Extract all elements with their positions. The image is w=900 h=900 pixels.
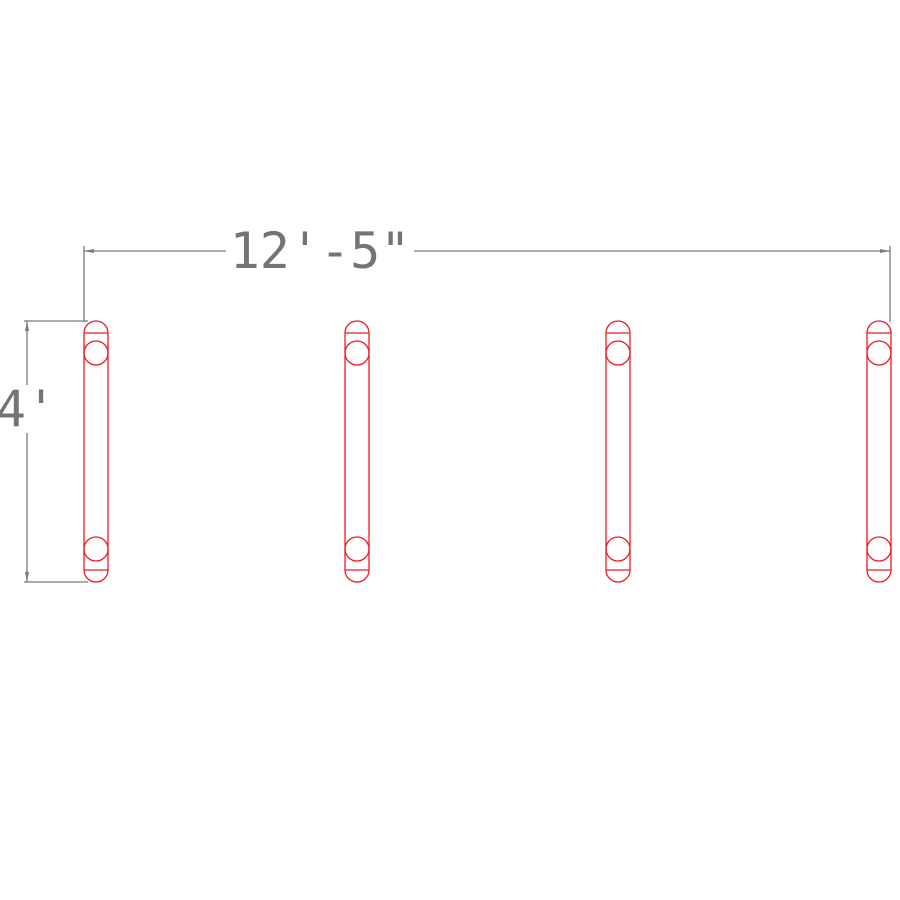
bike-rack <box>605 320 631 583</box>
arrow-left-icon <box>84 249 94 253</box>
rack-post-bottom <box>866 536 892 562</box>
bike-rack <box>344 320 370 583</box>
arrow-down-icon <box>25 572 29 582</box>
rack-post-top <box>605 340 631 366</box>
rack-outline <box>866 320 892 583</box>
rack-outline <box>344 320 370 583</box>
width-label: 12'-5" <box>230 222 411 280</box>
rack-post-top <box>83 340 109 366</box>
arrow-up-icon <box>25 321 29 331</box>
rack-outline <box>605 320 631 583</box>
depth-dimension: 4' <box>0 320 88 583</box>
bike-rack <box>866 320 892 583</box>
width-dimension: 12'-5" <box>83 222 891 322</box>
rack-post-bottom <box>83 536 109 562</box>
rack-post-top <box>866 340 892 366</box>
rack-post-bottom <box>605 536 631 562</box>
depth-label: 4' <box>0 380 56 438</box>
arrow-right-icon <box>880 249 890 253</box>
rack-post-bottom <box>344 536 370 562</box>
racks <box>83 320 892 583</box>
bike-rack <box>83 320 109 583</box>
rack-post-top <box>344 340 370 366</box>
rack-outline <box>83 320 109 583</box>
